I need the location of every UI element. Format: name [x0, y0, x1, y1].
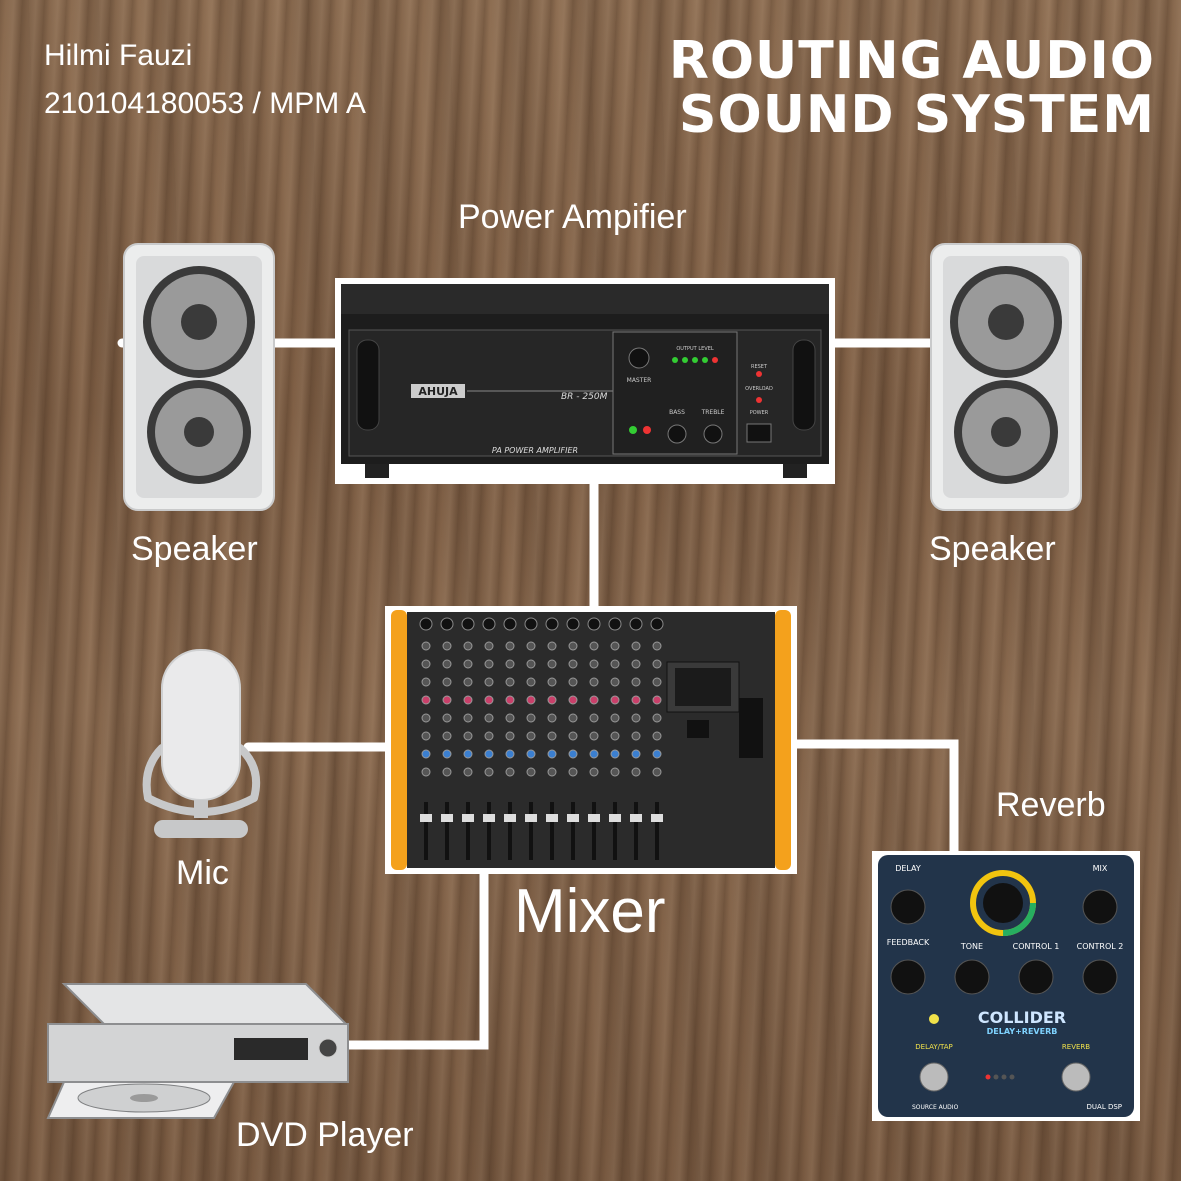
- svg-text:DELAY/TAP: DELAY/TAP: [915, 1043, 953, 1051]
- mixer-channel-strip: [587, 617, 601, 860]
- svg-text:CONTROL 1: CONTROL 1: [1013, 942, 1060, 951]
- author-id-class: 210104180053 / MPM A: [44, 87, 366, 120]
- reverb-label: Reverb: [996, 786, 1106, 824]
- svg-text:TREBLE: TREBLE: [701, 409, 725, 416]
- amp-model: BR - 250M: [561, 392, 608, 402]
- author-name: Hilmi Fauzi: [44, 39, 193, 72]
- power-amplifier-label: Power Ampifier: [458, 198, 687, 236]
- amp-brand: AHUJA: [418, 385, 458, 398]
- svg-text:DELAY: DELAY: [895, 864, 921, 873]
- mixer-channel-strip: [629, 617, 643, 860]
- power-amplifier-icon: AHUJA BR - 250M PA POWER AMPLIFIER MASTE…: [335, 278, 835, 484]
- svg-text:SOURCE AUDIO: SOURCE AUDIO: [912, 1104, 959, 1111]
- reverb-subtitle: DELAY+REVERB: [987, 1027, 1058, 1036]
- svg-text:DUAL DSP: DUAL DSP: [1087, 1103, 1122, 1111]
- mixer-label: Mixer: [514, 877, 666, 946]
- mixer-channel-strip: [440, 617, 454, 860]
- mixer-channel-strip: [419, 617, 433, 860]
- svg-text:RESET: RESET: [751, 364, 768, 370]
- speaker-right-icon: [930, 243, 1082, 511]
- mixer-channel-strip: [545, 617, 559, 860]
- mixer-channel-strip: [650, 617, 664, 860]
- wire-mixer-reverb: [789, 739, 959, 857]
- svg-text:FEEDBACK: FEEDBACK: [887, 938, 930, 947]
- amp-caption: PA POWER AMPLIFIER: [492, 446, 578, 455]
- mixer-channel-strip: [503, 617, 517, 860]
- title-line-2: SOUND SYSTEM: [679, 85, 1155, 145]
- mixer-channel-strip: [461, 617, 475, 860]
- mixer-channel-strip: [608, 617, 622, 860]
- svg-text:MIX: MIX: [1093, 864, 1108, 873]
- wire-mixer-dvd: [343, 867, 489, 1050]
- speaker-left-icon: [123, 243, 275, 511]
- page-title: ROUTING AUDIO SOUND SYSTEM: [669, 34, 1155, 142]
- author-info: Hilmi Fauzi 210104180053 / MPM A: [44, 32, 366, 128]
- svg-text:POWER: POWER: [750, 410, 769, 416]
- mixer-channel-strip: [482, 617, 496, 860]
- mixer-channel-strip: [566, 617, 580, 860]
- svg-text:BASS: BASS: [669, 409, 685, 416]
- svg-text:OUTPUT LEVEL: OUTPUT LEVEL: [676, 346, 713, 352]
- speaker-left-label: Speaker: [131, 530, 258, 568]
- svg-text:MASTER: MASTER: [627, 377, 652, 384]
- dvd-player-label: DVD Player: [236, 1116, 414, 1154]
- mic-label: Mic: [176, 854, 229, 892]
- svg-text:CONTROL 2: CONTROL 2: [1077, 942, 1124, 951]
- svg-text:TONE: TONE: [960, 942, 983, 951]
- dvd-player-icon: [46, 983, 349, 1119]
- mic-icon: [142, 649, 261, 838]
- reverb-pedal-icon: DELAY MIX FEEDBACK TONE CONTROL 1 CONTRO…: [872, 851, 1140, 1121]
- mixer-channel-strip: [524, 617, 538, 860]
- svg-text:REVERB: REVERB: [1062, 1043, 1090, 1051]
- svg-text:OVERLOAD: OVERLOAD: [745, 386, 773, 392]
- reverb-brand: COLLIDER: [978, 1008, 1066, 1027]
- title-line-1: ROUTING AUDIO: [668, 31, 1155, 91]
- mixer-icon: [385, 606, 797, 874]
- speaker-right-label: Speaker: [929, 530, 1056, 568]
